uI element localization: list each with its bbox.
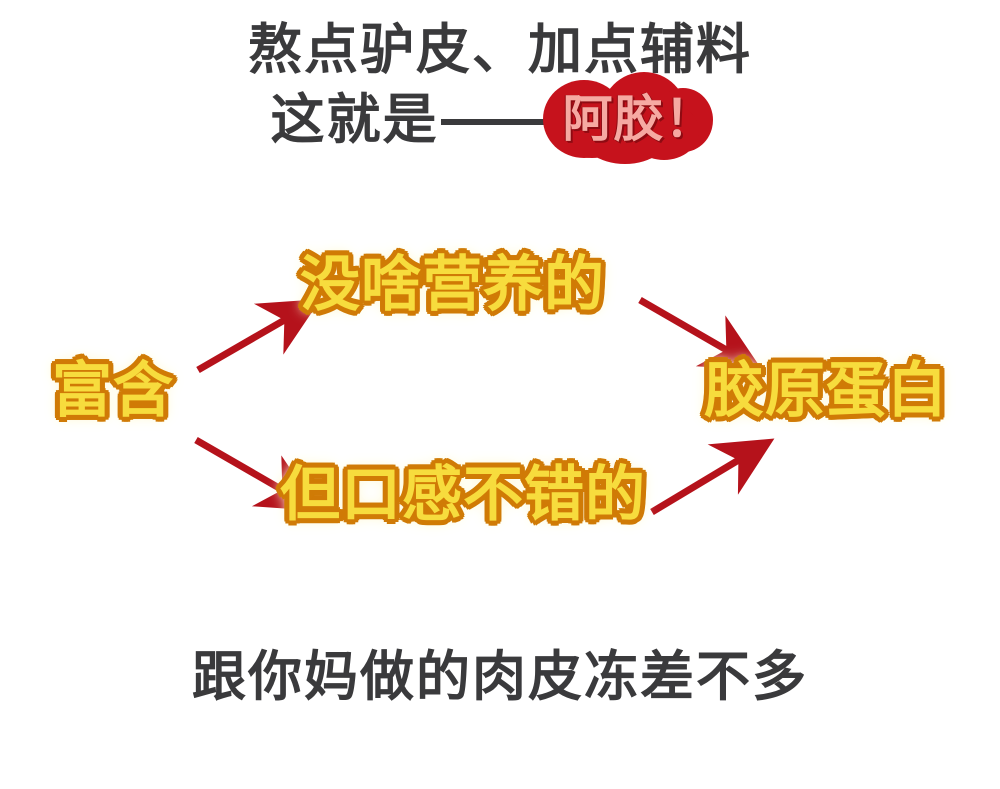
flow-node-target: 胶原蛋白 [704, 356, 948, 426]
arrow-bottom-to-target [650, 438, 775, 516]
flow-node-top: 没啥营养的 [300, 250, 605, 320]
blob-shape-icon [628, 101, 699, 160]
highlight-blob: 阿胶！ [542, 71, 730, 164]
connector-dash-icon [440, 118, 559, 125]
title-line-2-prefix: 这就是 [270, 88, 439, 152]
arrow-source-to-bottom [194, 436, 319, 511]
flow-node-source: 富含 [52, 356, 174, 426]
arrow-source-to-top [196, 299, 321, 374]
title-block: 熬点驴皮、加点辅料 这就是 阿胶！ [0, 18, 1000, 164]
blob-shape-icon [554, 99, 629, 158]
bottom-caption: 跟你妈做的肉皮冻差不多 [192, 645, 808, 708]
title-line-2: 这就是 阿胶！ [0, 71, 1000, 164]
highlight-label: 阿胶！ [562, 89, 716, 148]
arrow-top-to-target [638, 296, 763, 371]
flow-node-bottom: 但口感不错的 [280, 460, 646, 530]
title-line-1: 熬点驴皮、加点辅料 [248, 18, 752, 81]
